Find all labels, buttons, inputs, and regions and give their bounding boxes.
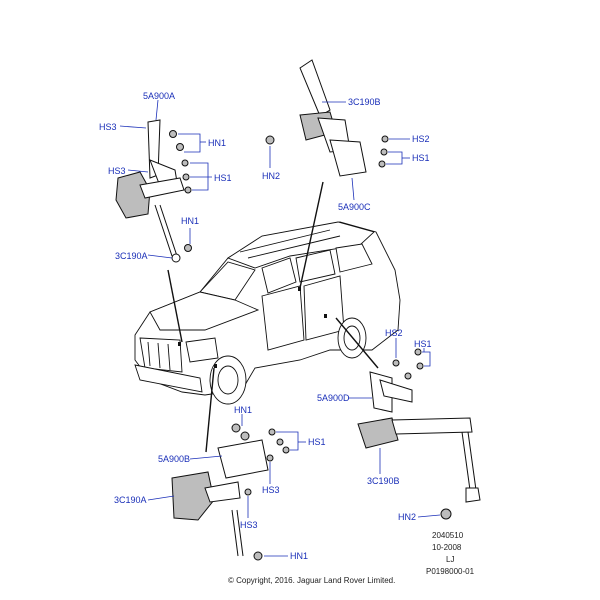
screw-icon [266, 454, 274, 462]
screw-icon [244, 488, 252, 496]
label-hs1: HS1 [214, 173, 232, 183]
label-hn2: HN2 [262, 171, 280, 181]
screw-icon [392, 359, 400, 367]
label-3c190a: 3C190A [115, 251, 148, 261]
mount-point-marker [214, 364, 217, 368]
mount-point-marker [324, 314, 327, 318]
copyright-notice: © Copyright, 2016. Jaguar Land Rover Lim… [228, 576, 395, 585]
screw-icon [181, 159, 189, 167]
top-left-callouts: 5A900A HS3 HN1 HS3 HS1 HN1 3C190A [99, 91, 232, 261]
leader-lines [167, 181, 379, 453]
label-hs3: HS3 [108, 166, 126, 176]
label-hs1: HS1 [414, 339, 432, 349]
label-hs2: HS2 [412, 134, 430, 144]
mid-right-sensor-assembly [357, 348, 481, 520]
label-5a900c: 5A900C [338, 202, 371, 212]
drawing-initials: LJ [446, 555, 454, 564]
bottom-callouts: HN1 HS1 5A900B HS3 3C190A HS3 HN1 [114, 405, 326, 561]
label-hn1: HN1 [208, 138, 226, 148]
nut-icon [253, 551, 263, 561]
nut-icon [440, 508, 452, 520]
nut-icon [231, 423, 241, 433]
screw-icon [184, 186, 192, 194]
screw-icon [378, 160, 386, 168]
mid-right-callouts: HS2 HS1 5A900D 3C190B HN2 [317, 328, 441, 522]
label-hs3: HS3 [240, 520, 258, 530]
nut-icon [184, 244, 192, 252]
label-hs2: HS2 [385, 328, 403, 338]
nut-icon [176, 143, 184, 151]
screw-icon [414, 348, 422, 356]
screw-icon [380, 148, 388, 156]
label-5a900b: 5A900B [158, 454, 190, 464]
screw-icon [404, 372, 412, 380]
label-hn1: HN1 [234, 405, 252, 415]
mount-point-marker [298, 287, 301, 291]
label-5a900d: 5A900D [317, 393, 350, 403]
label-hn2: HN2 [398, 512, 416, 522]
screw-icon [268, 428, 276, 436]
screw-icon [282, 446, 290, 454]
drawing-reference: P0198000-01 [426, 567, 475, 576]
top-right-sensor-assembly [265, 59, 389, 177]
label-3c190a: 3C190A [114, 495, 147, 505]
nut-icon [169, 130, 177, 138]
drawing-date: 10-2008 [432, 543, 462, 552]
mount-point-marker [178, 342, 181, 346]
label-hs1: HS1 [308, 437, 326, 447]
screw-icon [182, 173, 190, 181]
bottom-sensor-assembly [171, 423, 290, 561]
label-hs3: HS3 [262, 485, 280, 495]
nut-icon [240, 431, 250, 441]
label-3c190b: 3C190B [367, 476, 400, 486]
label-hn1: HN1 [290, 551, 308, 561]
footer-info: 2040510 10-2008 LJ P0198000-01 © Copyrig… [228, 531, 475, 585]
label-3c190b: 3C190B [348, 97, 381, 107]
drawing-code: 2040510 [432, 531, 464, 540]
top-right-callouts: 3C190B HS2 HS1 HN2 5A900C [262, 97, 430, 212]
top-left-sensor-assembly [115, 119, 192, 263]
label-hn1: HN1 [181, 216, 199, 226]
screw-icon [276, 438, 284, 446]
label-5a900a: 5A900A [143, 91, 175, 101]
label-hs1: HS1 [412, 153, 430, 163]
screw-icon [381, 135, 389, 143]
nut-icon [265, 135, 275, 145]
label-hs3: HS3 [99, 122, 117, 132]
screw-icon [416, 362, 424, 370]
